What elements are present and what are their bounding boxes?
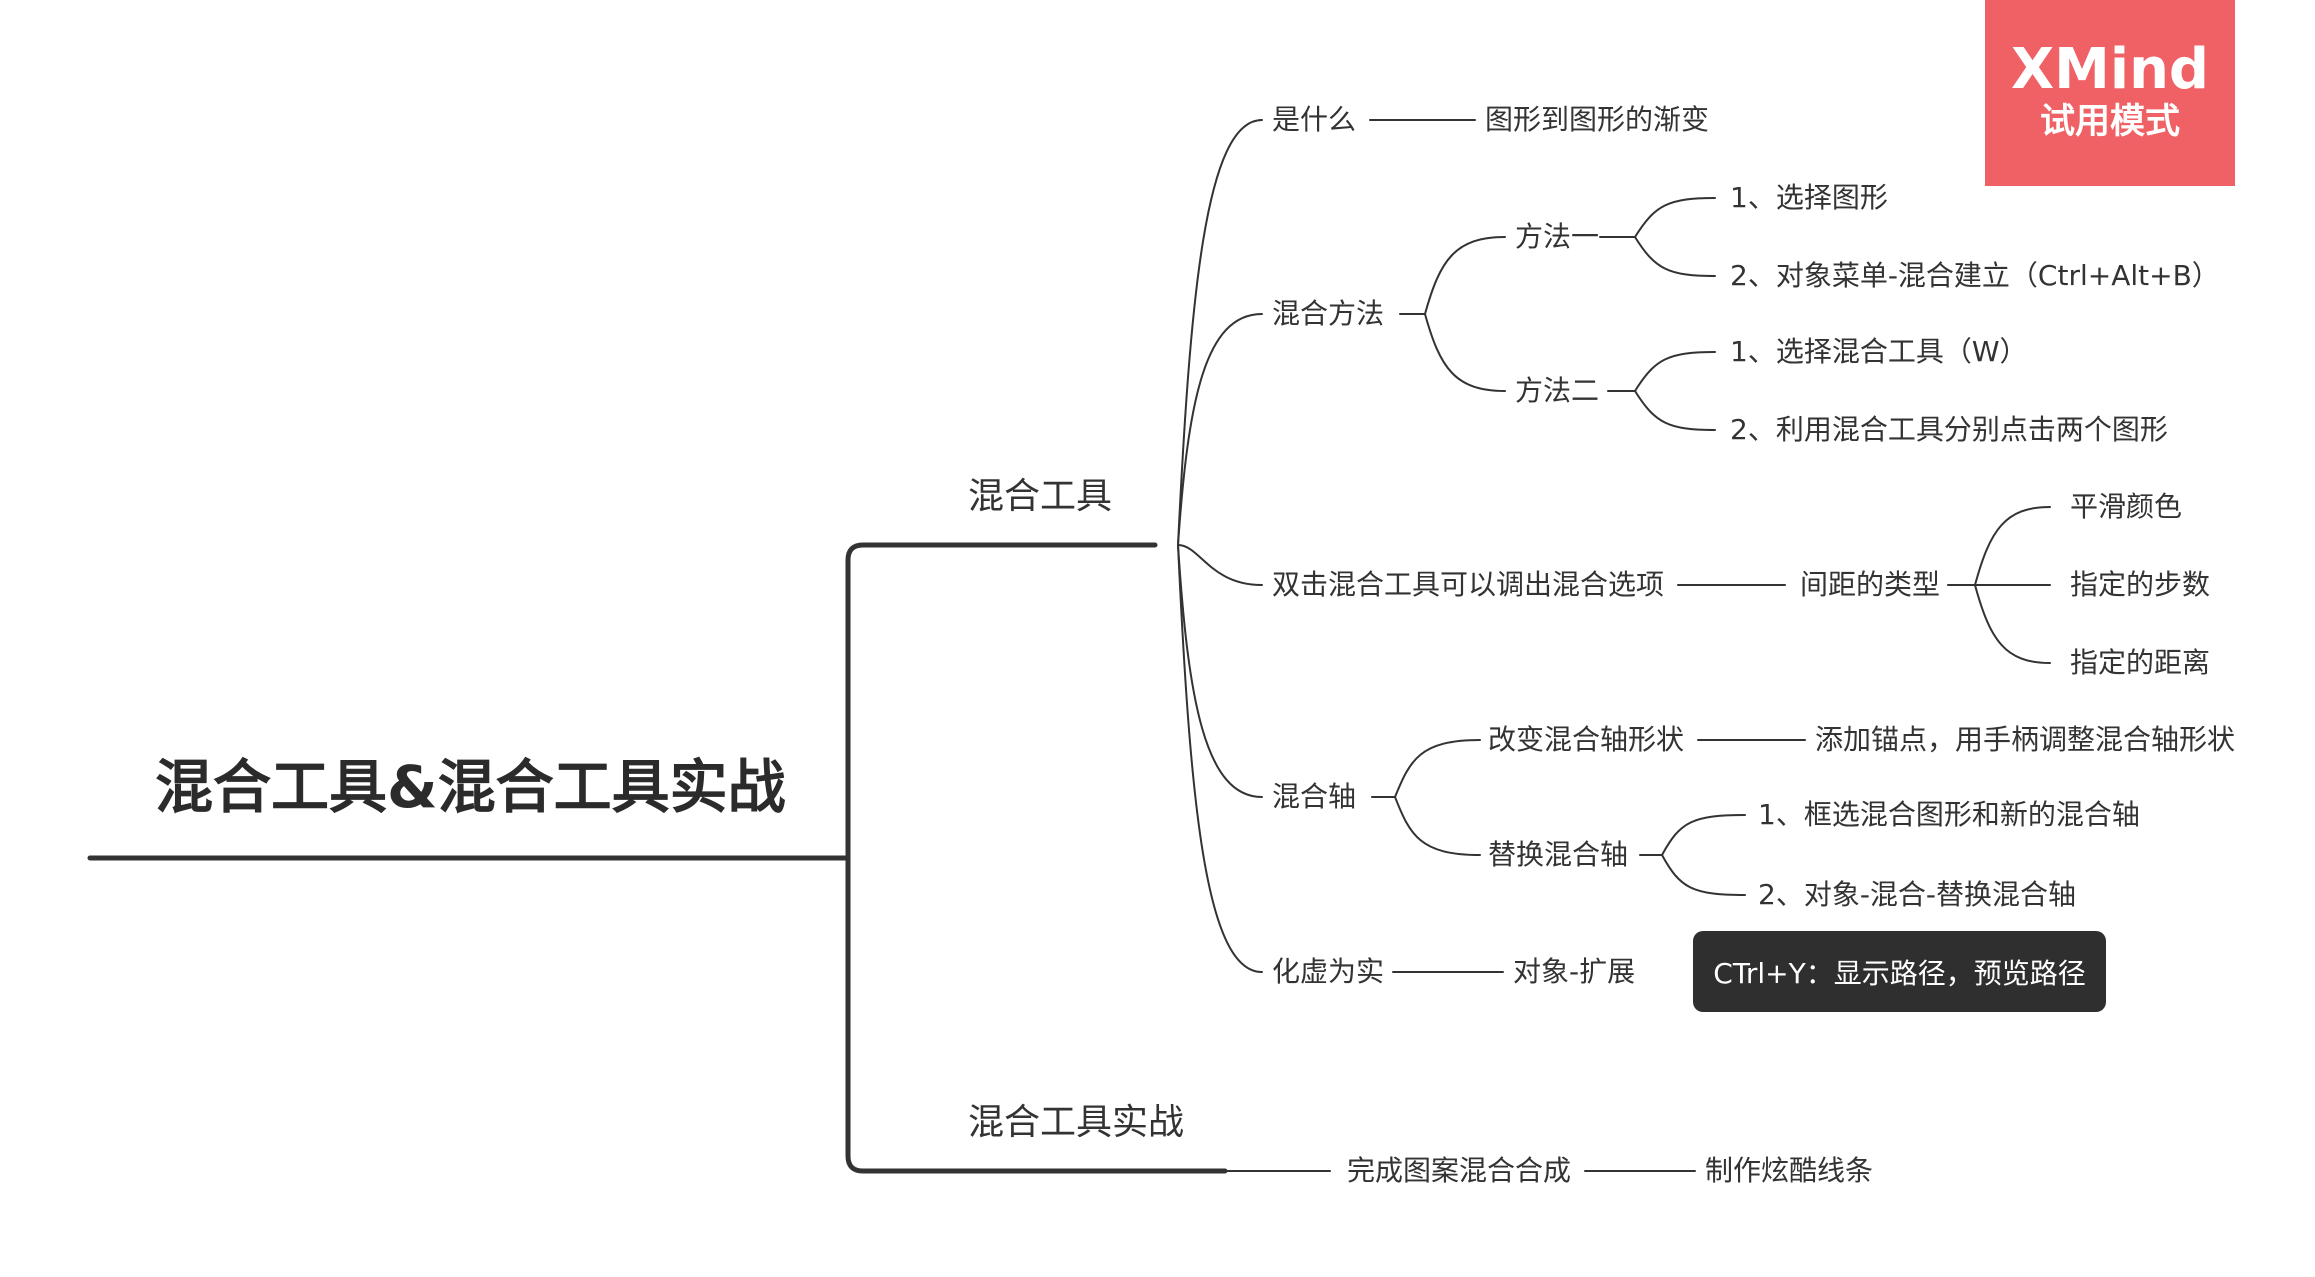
topic-double-click-options[interactable]: 双击混合工具可以调出混合选项 [1272,568,1665,601]
topic-blend-method[interactable]: 混合方法 [1272,297,1385,330]
topic-replace-axis-step1[interactable]: 1、框选混合图形和新的混合轴 [1758,798,2140,831]
topic-what-is[interactable]: 是什么 [1272,103,1357,136]
topic-replace-axis-step2[interactable]: 2、对象-混合-替换混合轴 [1758,878,2077,911]
topic-add-anchor-points[interactable]: 添加锚点，用手柄调整混合轴形状 [1815,723,2236,756]
edge-axis-replace-step2 [1661,854,1746,896]
edge-axis-replace-step1 [1661,814,1746,856]
edge-method1 [1424,236,1506,315]
topic-smooth-color[interactable]: 平滑颜色 [2070,490,2183,523]
note-callout[interactable]: CTrl+Y：显示路径，预览路径 [1693,931,2106,1012]
topic-complete-pattern-blend[interactable]: 完成图案混合合成 [1347,1154,1572,1187]
topic-specified-steps[interactable]: 指定的步数 [2070,568,2211,601]
edge-doubleclick [1177,544,1263,586]
edge-method1-step1 [1634,197,1716,238]
topic-method-one[interactable]: 方法一 [1515,220,1600,253]
edge-spacing-smooth [1974,506,2051,586]
topic-make-solid[interactable]: 化虚为实 [1272,955,1385,988]
topic-replace-axis[interactable]: 替换混合轴 [1488,838,1629,871]
topic-change-axis-shape[interactable]: 改变混合轴形状 [1488,723,1685,756]
branch-blend-tool[interactable]: 混合工具 [968,476,1113,517]
edge-axis [1177,544,1263,798]
topic-method-one-step1[interactable]: 1、选择图形 [1730,181,1888,214]
xmind-trial-badge: XMind 试用模式 [1985,0,2235,186]
edge-method2-step2 [1634,390,1716,431]
branch-line-blend-practice [845,855,1228,1174]
xmind-logo-text: XMind [2010,36,2210,102]
topic-gradient-definition[interactable]: 图形到图形的渐变 [1485,103,1710,136]
edge-axis-replace [1394,796,1481,856]
edge-method2 [1424,313,1506,392]
root-topic[interactable]: 混合工具&混合工具实战 [155,753,786,821]
topic-method-two[interactable]: 方法二 [1515,374,1600,407]
topic-specified-distance[interactable]: 指定的距离 [2070,646,2211,679]
topic-object-expand[interactable]: 对象-扩展 [1513,955,1636,988]
branch-line-blend-tool [845,542,1158,861]
topic-method-two-step2[interactable]: 2、利用混合工具分别点击两个图形 [1730,413,2168,446]
topic-blend-axis[interactable]: 混合轴 [1272,780,1357,813]
edge-solid [1177,544,1263,973]
topic-method-one-step2[interactable]: 2、对象菜单-混合建立（Ctrl+Alt+B） [1730,259,2220,292]
branch-blend-practice[interactable]: 混合工具实战 [968,1102,1185,1143]
note-callout-text: CTrl+Y：显示路径，预览路径 [1713,956,2086,990]
edge-method1-step2 [1634,236,1716,277]
edge-method2-step1 [1634,351,1716,392]
edge-method [1177,313,1263,546]
edge-whatis [1177,119,1263,546]
topic-spacing-type[interactable]: 间距的类型 [1800,568,1941,601]
trial-mode-text: 试用模式 [2039,101,2180,142]
topic-make-cool-lines[interactable]: 制作炫酷线条 [1705,1154,1874,1187]
edge-axis-change [1394,739,1481,798]
edge-spacing-distance [1974,584,2051,664]
topic-method-two-step1[interactable]: 1、选择混合工具（W） [1730,335,2028,368]
